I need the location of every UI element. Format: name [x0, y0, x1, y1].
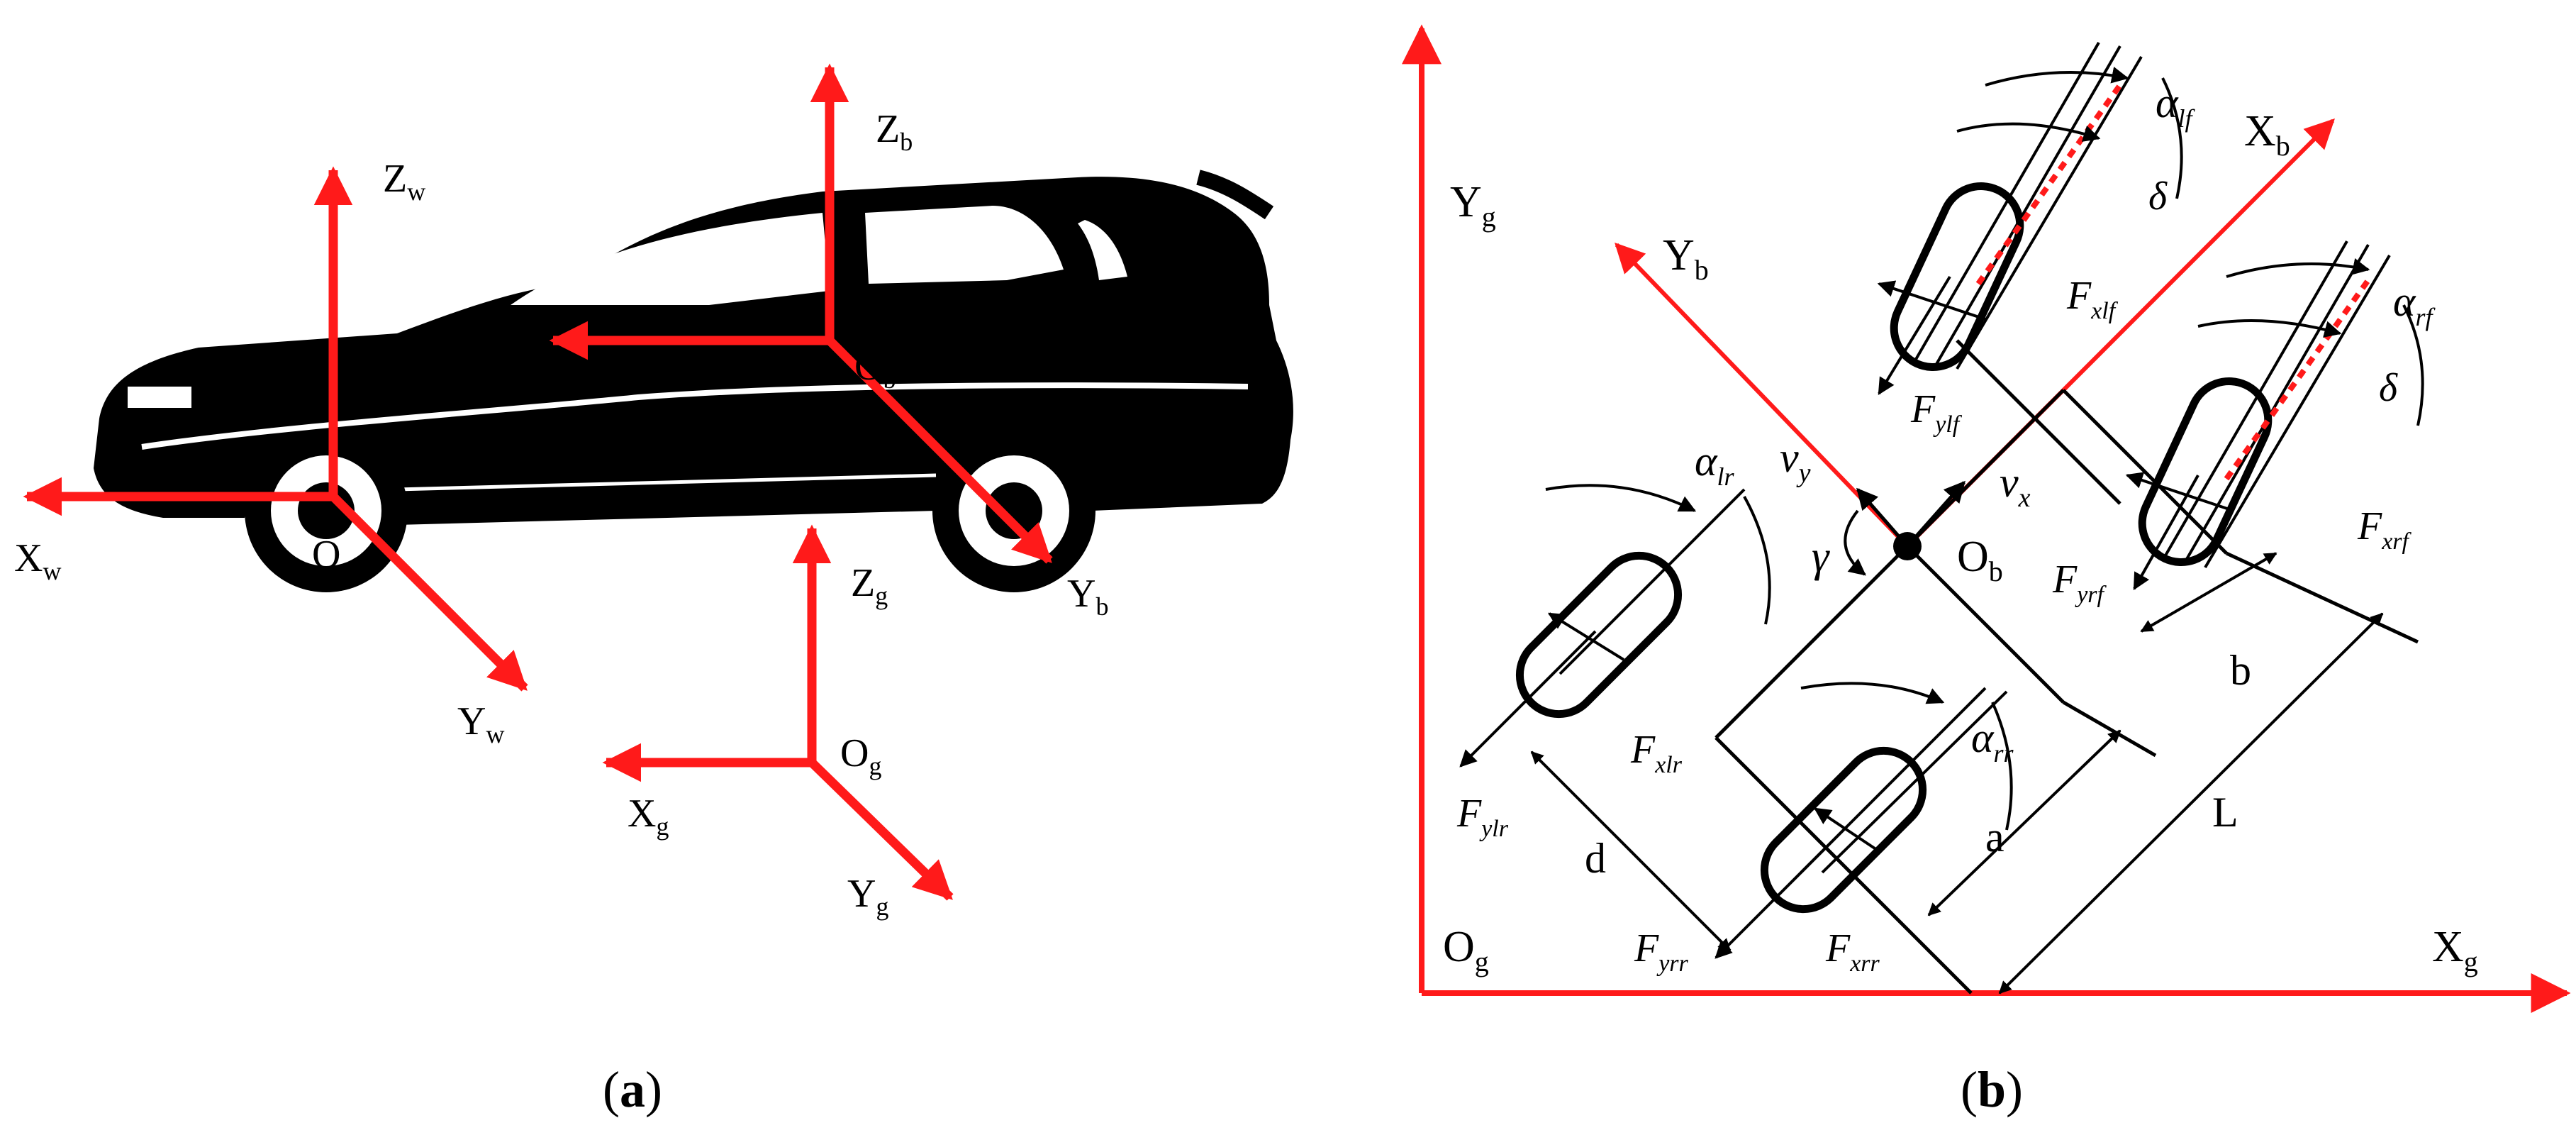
ow-label: Ow — [312, 533, 359, 582]
force-ylr: Fylr — [1456, 792, 1509, 842]
zw-label: Zw — [383, 157, 425, 206]
headlight — [128, 387, 191, 408]
dim-a-label: a — [1985, 814, 2005, 860]
og-label-b: Og — [1443, 923, 1489, 977]
front-window — [511, 213, 830, 305]
force-ylf: Fylf — [1910, 387, 1963, 438]
steer-label-rf: δ — [2379, 366, 2398, 410]
xb-label: Xb — [511, 355, 552, 404]
vy-label: vy — [1780, 434, 1811, 488]
force-xrf: Fxrf — [2357, 504, 2412, 555]
xw-label: Xw — [14, 536, 61, 585]
caption-a: (a) — [603, 1061, 662, 1118]
dimensions — [1530, 552, 2384, 995]
yb-axis — [826, 337, 1053, 564]
force-xrr: Fxrr — [1825, 926, 1880, 977]
caption-b: (b) — [1961, 1061, 2023, 1118]
force-xlf: Fxlf — [2066, 274, 2119, 324]
car-silhouette — [94, 170, 1293, 592]
yw-axis — [330, 493, 528, 692]
yb-label-b: Yb — [1663, 231, 1709, 286]
ob-label-b: Ob — [1957, 533, 2003, 587]
yg-label-b: Yg — [1450, 178, 1496, 233]
vx-label: vx — [2000, 459, 2031, 513]
steer-dashes — [1975, 83, 2371, 481]
rear-window — [865, 206, 1064, 284]
zb-label: Zb — [876, 107, 913, 156]
dim-b-label: b — [2230, 647, 2251, 694]
steer-label-lf: δ — [2148, 175, 2168, 218]
dim-b — [2140, 552, 2277, 633]
world-frame: Zw Xw Yw Ow — [14, 157, 528, 748]
vehicle-geometry — [1714, 339, 2419, 995]
xb-label-b: Xb — [2244, 107, 2290, 162]
xg-label: Xg — [628, 792, 669, 841]
wheel-lf — [1890, 182, 2024, 372]
ground-frame: Zg Xg Og Yg — [602, 524, 954, 921]
alpha-lr: αlr — [1695, 438, 1735, 491]
yg-axis — [808, 759, 954, 901]
quarter-window — [1078, 220, 1127, 280]
yw-label: Yw — [457, 699, 504, 748]
cog-point — [1893, 532, 1922, 560]
force-yrf: Fyrf — [2052, 558, 2107, 608]
body-frame: Zb Xb Ob Yb — [511, 63, 1108, 621]
yaw-label: γ — [1812, 533, 1830, 581]
force-arrows — [1459, 275, 2234, 959]
yg-label-a: Yg — [847, 872, 888, 921]
xg-label-b: Xg — [2432, 923, 2478, 977]
panel-b: Yg Xg Og Xb Yb — [1402, 24, 2571, 1118]
dim-L-label: L — [2212, 789, 2238, 836]
dim-L — [1998, 612, 2384, 995]
dim-a — [1927, 729, 2121, 916]
dim-d-label: d — [1585, 835, 1606, 882]
zg-label: Zg — [851, 561, 888, 610]
yb-axis-b — [1615, 242, 1909, 548]
og-label-a: Og — [840, 731, 881, 780]
alpha-rf: αrf — [2393, 278, 2436, 331]
yb-label-a: Yb — [1067, 572, 1108, 621]
wheel-rf — [2138, 377, 2273, 567]
force-xlr: Fxlr — [1630, 728, 1683, 778]
ob-label-a: Ob — [854, 345, 896, 394]
alpha-lf: αlf — [2156, 79, 2196, 133]
panel-a: Zw Xw Yw Ow Zb Xb Ob Yb Zg Xg Og Yg (a) — [14, 63, 1293, 1118]
rear-axle-line — [1714, 545, 1909, 739]
force-yrr: Fyrr — [1634, 926, 1689, 977]
vx-arrow — [1906, 480, 1966, 548]
dim-d — [1530, 750, 1732, 952]
alpha-rr: αrr — [1971, 714, 2014, 768]
